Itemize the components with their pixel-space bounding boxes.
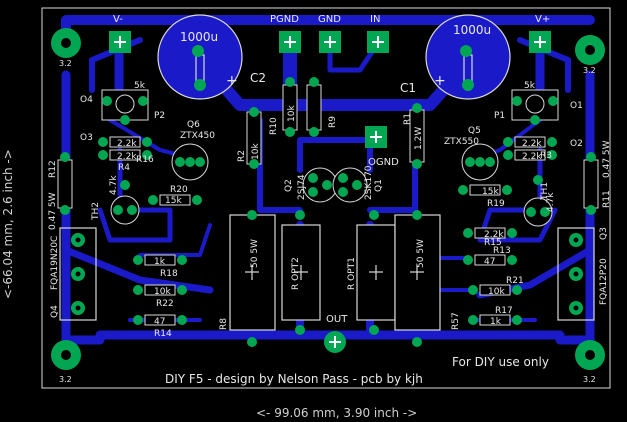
q5-part: ZTX550 [444, 137, 479, 147]
q6-label: Q6 [187, 120, 200, 130]
r-extra-value: 2.2k [522, 139, 542, 149]
o3-label: O3 [80, 133, 93, 143]
diy-use-note: For DIY use only [452, 355, 549, 369]
capacitor-c2: 1000u C2 + [157, 14, 266, 100]
r20-value: 15k [165, 196, 182, 206]
r57-label: R57 [451, 312, 461, 330]
r19-value: 15k [482, 187, 499, 197]
r10-value: 10k [287, 105, 297, 122]
board-title: DIY F5 - design by Nelson Pass - pcb by … [165, 372, 423, 386]
vplus-label: V+ [535, 14, 550, 25]
q4-part: FQA19N20C [50, 236, 60, 290]
r21-value: 10k [488, 287, 505, 297]
th2-value: 4.7k [109, 175, 119, 195]
out-label: OUT [326, 314, 348, 325]
r12-value: 0.47 5W [48, 192, 58, 230]
ropt1-label: R OPT1 [347, 257, 357, 290]
q3-part: FQA12P20 [599, 258, 609, 305]
r22-value: 10k [154, 287, 171, 297]
p2-label: P2 [154, 111, 165, 121]
solder-pads [60, 45, 596, 347]
r4-value: 2.2k [117, 139, 137, 149]
q5-label: Q5 [468, 126, 481, 136]
vertical-dimension: <-66.04 mm, 2.6 inch -> [1, 149, 15, 299]
mount-hole-bl-label: 3.2 [59, 375, 72, 384]
r16-value: 2.2k [117, 152, 137, 162]
r22-label: R22 [156, 299, 174, 309]
r1-label: R1 [403, 113, 413, 125]
r2-value: 10k [251, 143, 261, 160]
q1-label: Q1 [374, 179, 384, 192]
q6-part: ZTX450 [180, 131, 215, 141]
r13-label: R13 [493, 246, 511, 256]
c2-name-label: C2 [250, 71, 266, 85]
o4-label: O4 [80, 95, 93, 105]
r15-value: 2.2k [484, 230, 504, 240]
svg-text:+: + [434, 73, 446, 89]
q2-part: 2SJ74 [297, 174, 307, 200]
r4-label: R4 [118, 163, 130, 173]
o1-label: O1 [570, 101, 583, 111]
p1-pot-value: 5k [524, 81, 536, 91]
r21-label: R21 [506, 276, 524, 286]
vminus-label: V- [113, 14, 123, 25]
p2-pot-value: 5k [134, 81, 146, 91]
r19-label: R19 [487, 199, 505, 209]
mount-holes [51, 28, 605, 370]
r8-value: 50 5W [250, 239, 260, 268]
ropt2-label: R OPT2 [291, 257, 301, 290]
c1-name-label: C1 [400, 81, 416, 95]
pgnd-label: PGND [270, 14, 299, 25]
q3-label: Q3 [599, 227, 609, 240]
th1-label: TH1 [540, 182, 550, 201]
r15-label: R15 [484, 238, 502, 248]
r9-label: R9 [328, 116, 338, 128]
r1-value: 1.2W [414, 127, 424, 150]
r16-label: R16 [136, 155, 154, 165]
r3-value: 2.2k [522, 152, 542, 162]
r18-value: 1k [154, 257, 166, 267]
r11-label: R11 [602, 190, 612, 208]
th1-value: 4.7k [546, 192, 556, 212]
mount-hole-br-label: 3.2 [583, 375, 596, 384]
q2-label: Q2 [284, 179, 294, 192]
r14-value: 47 [154, 317, 165, 327]
in-label: IN [370, 14, 380, 25]
r2-label: R2 [237, 150, 247, 162]
r8-label: R8 [219, 318, 229, 330]
capacitor-c1: 1000u C1 + [400, 14, 511, 100]
ognd-label: OGND [368, 157, 399, 168]
r14-label: R14 [154, 329, 172, 339]
mount-hole-tr-label: 3.2 [583, 66, 596, 75]
p1-label: P1 [494, 111, 505, 121]
r17-label: R17 [495, 306, 513, 316]
r12-label: R12 [48, 160, 58, 178]
mount-hole-tl-label: 3.2 [59, 59, 72, 68]
gnd-label: GND [318, 14, 341, 25]
q4-label: Q4 [50, 305, 60, 318]
r57-value: 50 5W [416, 239, 426, 268]
mosfet-outlines [59, 227, 595, 321]
c1-value-label: 1000u [453, 23, 491, 37]
power-resistors [229, 214, 441, 331]
r3-label: R3 [540, 151, 552, 161]
output-pad [324, 331, 346, 353]
o2-label: O2 [570, 139, 583, 149]
small-resistor-outlines [57, 84, 599, 326]
q1-part: 2SK170 [364, 165, 374, 200]
r13-value: 47 [484, 257, 495, 267]
c2-value-label: 1000u [180, 30, 218, 44]
r20-label: R20 [170, 185, 188, 195]
r17-value: 1k [490, 317, 502, 327]
r10-label: R10 [269, 117, 279, 135]
horizontal-dimension: <- 99.06 mm, 3.90 inch -> [256, 406, 418, 420]
r11-value: 0.47 5W [602, 140, 612, 178]
svg-text:+: + [226, 73, 238, 89]
th2-label: TH2 [91, 202, 101, 221]
r18-label: R18 [160, 269, 178, 279]
